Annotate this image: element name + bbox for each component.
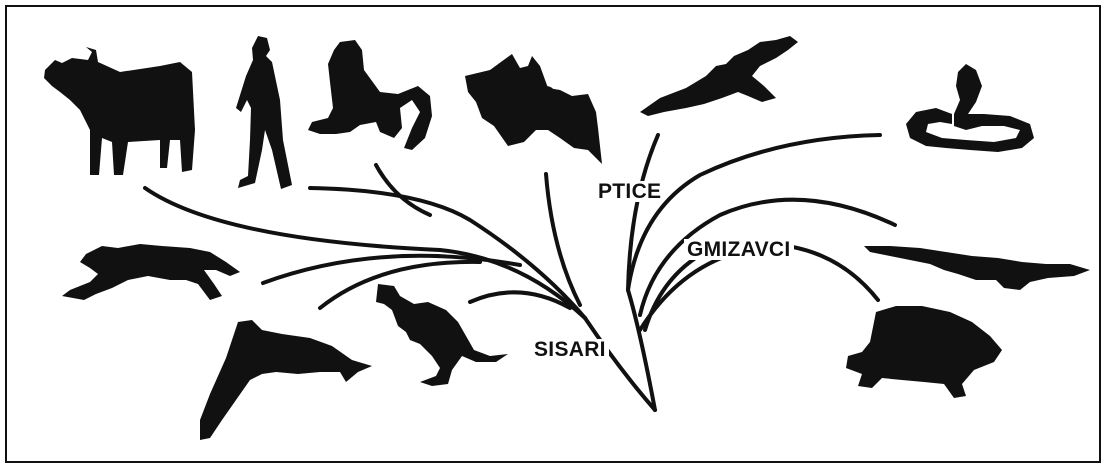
branch-kangaroo xyxy=(468,290,572,310)
branch-cheetah xyxy=(261,253,522,285)
branch-eagle xyxy=(626,133,660,292)
branch-reptile-inner xyxy=(643,253,702,332)
branch-crocodile xyxy=(638,197,897,317)
label-mammals: SISARI xyxy=(531,339,609,360)
label-birds: PTICE xyxy=(595,181,665,202)
cobra-icon xyxy=(906,64,1034,152)
crocodile-icon xyxy=(864,246,1090,290)
branch-trunk-sauropsids xyxy=(626,288,657,412)
kangaroo-icon xyxy=(376,284,508,386)
branch-bat xyxy=(544,172,582,307)
cow-icon xyxy=(44,47,195,175)
label-reptiles: GMIZAVCI xyxy=(684,239,794,260)
eagle-icon xyxy=(640,36,798,116)
branch-dolphin xyxy=(318,259,482,310)
branch-trunk-mammals xyxy=(583,316,657,412)
branch-monkey xyxy=(374,163,432,217)
cheetah-icon xyxy=(62,244,240,300)
branch-human xyxy=(308,186,587,320)
bat-icon xyxy=(465,54,602,164)
monkey-icon xyxy=(308,40,432,150)
dolphin-icon xyxy=(200,320,372,440)
turtle-icon xyxy=(846,306,1002,398)
branch-cow xyxy=(143,186,587,320)
human-icon xyxy=(236,36,292,189)
branch-cobra xyxy=(626,133,882,292)
figure-border xyxy=(5,5,1101,463)
